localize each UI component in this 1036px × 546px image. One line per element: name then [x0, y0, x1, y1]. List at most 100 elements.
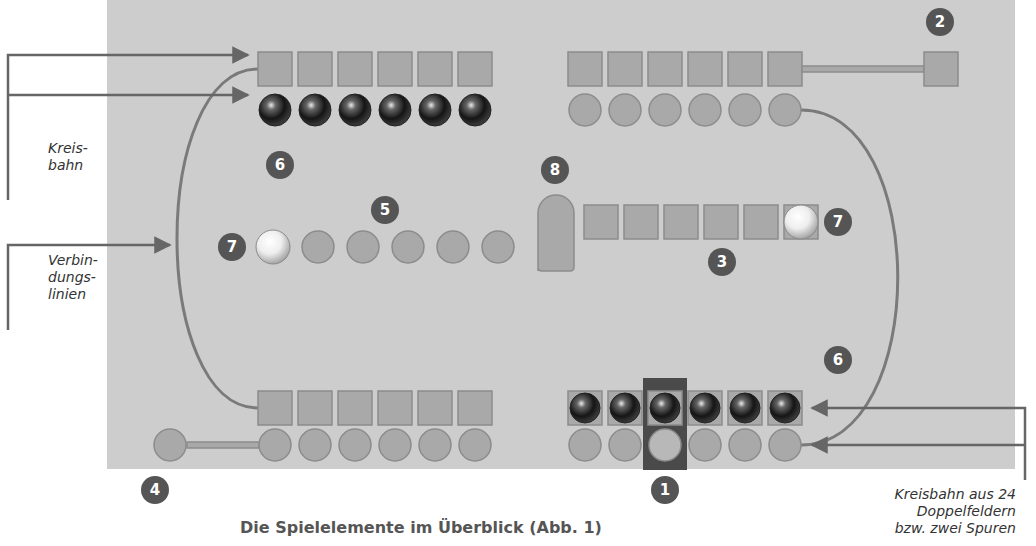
track-square — [418, 391, 452, 425]
leader-line — [8, 55, 248, 200]
callout-text: 7 — [833, 215, 843, 230]
track-circle — [569, 429, 601, 461]
callout-text: 4 — [150, 483, 160, 498]
track-square — [298, 52, 332, 86]
home-square — [584, 205, 618, 239]
home-circle — [347, 231, 379, 263]
track-square — [458, 52, 492, 86]
black-marble — [650, 393, 680, 423]
track-circle — [419, 429, 451, 461]
track-square — [768, 52, 802, 86]
track-square — [378, 391, 412, 425]
home-circle — [437, 231, 469, 263]
annotation-label: Kreis- bahn — [48, 140, 98, 174]
white-ball — [784, 205, 818, 239]
track-square — [648, 391, 682, 425]
board-panel — [107, 0, 1015, 469]
leader-line — [8, 94, 248, 97]
track-square — [258, 52, 292, 86]
connection-arc — [801, 110, 898, 445]
callout-number: 8 — [541, 156, 569, 184]
black-marble — [730, 393, 760, 423]
track-square — [688, 391, 722, 425]
track-circle — [609, 94, 641, 126]
home-square — [664, 205, 698, 239]
figure-caption: Die Spielelemente im Überblick (Abb. 1) — [240, 518, 602, 537]
callout-number: 1 — [651, 476, 679, 504]
black-marble — [770, 393, 800, 423]
callout-text: 8 — [550, 163, 560, 178]
home-square — [784, 205, 818, 239]
leader-line — [8, 245, 170, 330]
callout-number: 5 — [371, 196, 399, 224]
black-marble — [299, 94, 331, 126]
home-square — [624, 205, 658, 239]
track-circle — [259, 429, 291, 461]
track-square — [258, 391, 292, 425]
track-circle — [459, 429, 491, 461]
track-square — [768, 391, 802, 425]
home-circle — [302, 231, 334, 263]
track-square — [728, 52, 762, 86]
callout-text: 3 — [717, 255, 727, 270]
callout-text: 6 — [833, 353, 843, 368]
track-square — [338, 52, 372, 86]
track-circle — [769, 94, 801, 126]
track-circle — [569, 94, 601, 126]
track-circle — [649, 94, 681, 126]
callout-number: 7 — [218, 233, 246, 261]
black-marble — [339, 94, 371, 126]
callout-number: 2 — [926, 8, 954, 36]
white-ball — [256, 230, 290, 264]
start-circle — [154, 429, 186, 461]
track-circle — [379, 429, 411, 461]
track-square — [568, 391, 602, 425]
track-circle — [299, 429, 331, 461]
callout-number: 4 — [141, 476, 169, 504]
callout-text: 7 — [227, 240, 237, 255]
track-circle — [339, 429, 371, 461]
track-square — [688, 52, 722, 86]
black-marble — [570, 393, 600, 423]
callout-number: 6 — [266, 151, 294, 179]
home-square — [704, 205, 738, 239]
track-circle — [729, 94, 761, 126]
track-square — [608, 52, 642, 86]
track-circle — [769, 429, 801, 461]
black-marble — [459, 94, 491, 126]
highlight-column — [643, 378, 687, 470]
home-circle — [392, 231, 424, 263]
callout-text: 1 — [660, 483, 670, 498]
callout-text: 2 — [935, 15, 945, 30]
annotation-label: Verbin- dungs- linien — [48, 252, 106, 302]
black-marble — [419, 94, 451, 126]
track-square — [458, 391, 492, 425]
goal-slot — [538, 195, 574, 271]
track-square — [648, 52, 682, 86]
black-marble — [379, 94, 411, 126]
leader-line — [812, 408, 1025, 480]
connector-bar — [187, 442, 259, 448]
black-marble — [259, 94, 291, 126]
track-circle — [729, 429, 761, 461]
start-square — [924, 52, 958, 86]
callout-text: 5 — [380, 203, 390, 218]
track-square — [298, 391, 332, 425]
track-square — [608, 391, 642, 425]
track-square — [728, 391, 762, 425]
callout-text: 6 — [275, 158, 285, 173]
connection-arc — [177, 69, 258, 408]
track-circle — [689, 94, 721, 126]
home-circle — [482, 231, 514, 263]
callout-number: 7 — [824, 208, 852, 236]
track-circle — [609, 429, 641, 461]
track-square — [378, 52, 412, 86]
track-circle — [689, 429, 721, 461]
home-square — [744, 205, 778, 239]
track-circle — [649, 429, 681, 461]
black-marble — [690, 393, 720, 423]
track-square — [338, 391, 372, 425]
